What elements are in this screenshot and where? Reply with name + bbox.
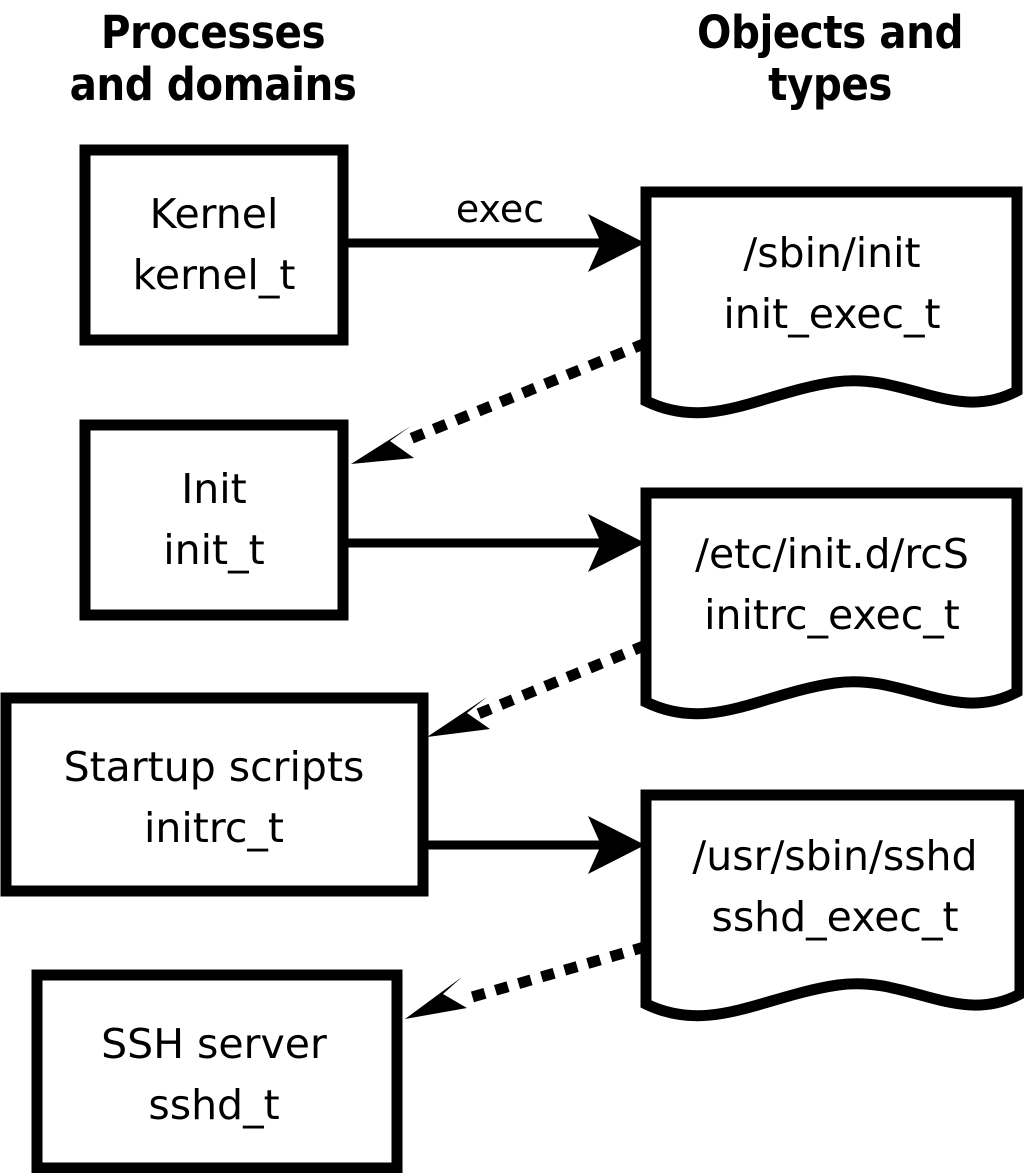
node-label-line2: sshd_t — [148, 1081, 279, 1129]
node-label-line1: /sbin/init — [743, 229, 920, 277]
node-label-line2: sshd_exec_t — [711, 893, 958, 941]
node-box — [79, 144, 349, 346]
edge-init-exec-to-init — [351, 337, 649, 464]
node-document-shape — [640, 186, 1023, 419]
node-label-line1: Startup scripts — [64, 743, 365, 791]
arrow-head-icon — [351, 426, 414, 464]
node-label-line1: Kernel — [150, 190, 279, 238]
arrow-head-icon — [427, 697, 490, 737]
edge-initrc-to-sshd-exec — [425, 816, 645, 874]
node-label-line1: /etc/init.d/rcS — [695, 530, 969, 578]
object-node-init-exec[interactable]: /sbin/init init_exec_t — [640, 186, 1023, 419]
edge-line — [455, 941, 648, 1007]
node-label-line2: kernel_t — [133, 251, 296, 299]
edge-kernel-exec-init-exec: exec — [348, 187, 645, 272]
node-document-shape — [640, 789, 1024, 1022]
column-header-processes-line2: and domains — [70, 58, 357, 111]
column-header-objects-line1: Objects and — [697, 6, 963, 59]
process-node-ssh-server[interactable]: SSH server sshd_t — [31, 969, 403, 1173]
column-header-objects-line2: types — [768, 58, 892, 111]
node-label-line2: init_t — [163, 526, 264, 574]
node-label-line2: initrc_exec_t — [704, 591, 960, 639]
column-header-processes: Processes and domains — [70, 6, 357, 111]
node-label-line1: SSH server — [101, 1020, 327, 1068]
edge-label-exec: exec — [456, 187, 544, 231]
edge-sshd-exec-to-sshd — [405, 941, 648, 1019]
object-node-initrc-exec[interactable]: /etc/init.d/rcS initrc_exec_t — [640, 487, 1023, 720]
edge-init-to-initrc-exec — [348, 514, 645, 572]
node-label-line1: /usr/sbin/sshd — [692, 832, 977, 880]
column-header-objects: Objects and types — [697, 6, 963, 111]
arrow-head-icon — [588, 514, 645, 572]
arrow-head-icon — [588, 816, 645, 874]
node-box — [0, 692, 429, 897]
edge-line — [397, 337, 649, 449]
arrow-head-icon — [405, 977, 467, 1019]
node-box — [79, 419, 349, 621]
process-node-kernel[interactable]: Kernel kernel_t — [79, 144, 349, 346]
process-node-startup-scripts[interactable]: Startup scripts initrc_t — [0, 692, 429, 897]
node-label-line2: init_exec_t — [723, 290, 940, 338]
edge-line — [475, 639, 649, 720]
node-document-shape — [640, 487, 1023, 720]
edge-initrc-exec-to-initrc — [427, 639, 649, 737]
process-node-init[interactable]: Init init_t — [79, 419, 349, 621]
node-box — [31, 969, 403, 1173]
node-label-line2: initrc_t — [144, 804, 284, 852]
arrow-head-icon — [588, 214, 645, 272]
column-header-processes-line1: Processes — [101, 6, 325, 59]
node-label-line1: Init — [181, 465, 247, 513]
object-node-sshd-exec[interactable]: /usr/sbin/sshd sshd_exec_t — [640, 789, 1024, 1022]
